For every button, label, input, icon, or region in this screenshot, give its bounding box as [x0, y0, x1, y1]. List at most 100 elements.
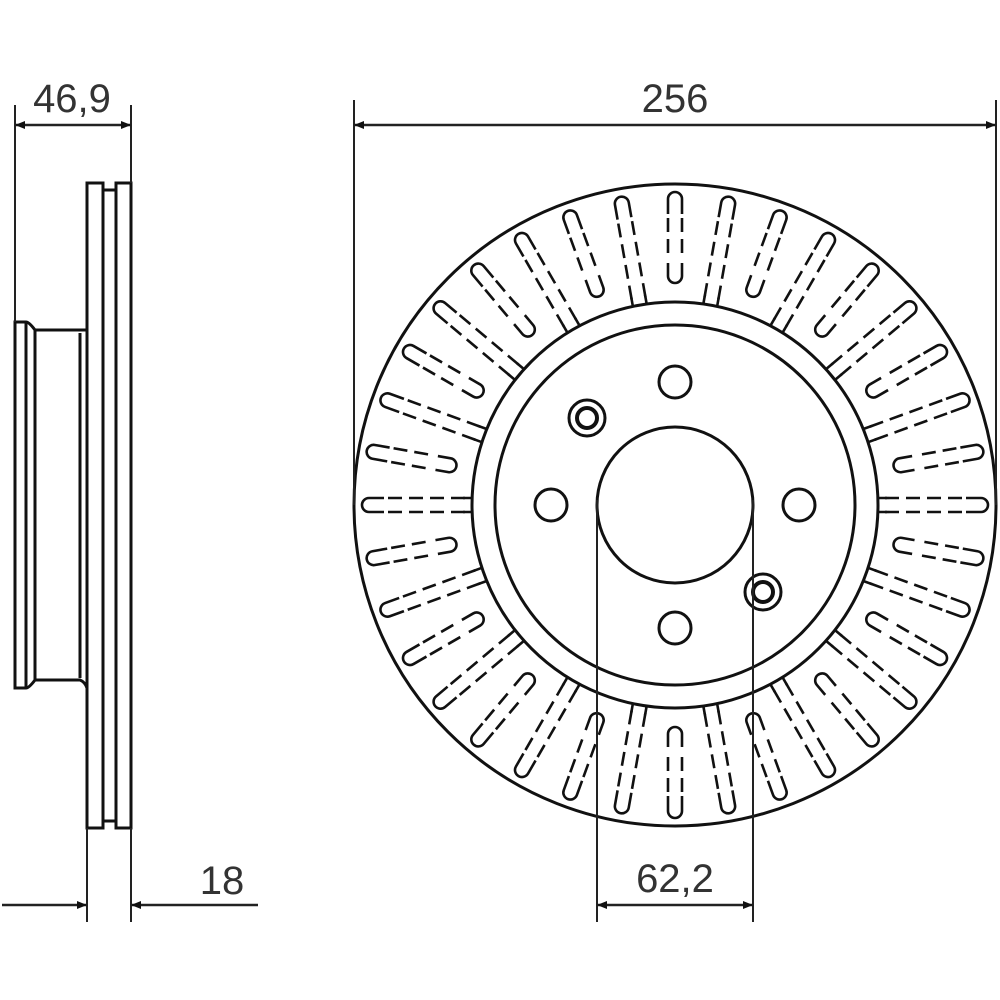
vane-outer-cap	[892, 685, 918, 710]
vane-root-tick	[630, 704, 648, 716]
vane	[666, 725, 684, 820]
vane-inner-cap	[865, 611, 889, 634]
vane	[892, 536, 985, 567]
vane-outer-cap	[960, 547, 985, 567]
vane-root-tick	[472, 566, 487, 586]
vane-root-tick	[472, 424, 487, 444]
vane-outer-cap	[513, 752, 537, 779]
hat-edge	[493, 323, 857, 687]
vane-hidden-edge	[582, 738, 599, 778]
vane-inner-cap	[745, 274, 766, 299]
dimension-label-diameter: 256	[642, 77, 709, 121]
vane-inner-cap	[865, 376, 889, 399]
vane	[702, 195, 737, 306]
vane-inner-cap	[666, 725, 684, 747]
vane-outer-cap	[379, 392, 405, 414]
vane	[513, 677, 581, 779]
vane-outer-cap	[766, 209, 788, 235]
vane-hidden-edge	[872, 412, 948, 442]
vane-outer-cap	[666, 190, 684, 214]
vane-outer-cap	[766, 775, 788, 801]
threaded-holes	[567, 398, 783, 612]
vane-root-tick	[825, 629, 843, 648]
vane	[360, 496, 471, 514]
vane-inner-cap	[892, 536, 915, 556]
vane-root-tick	[825, 362, 843, 381]
vane-outer-cap	[432, 300, 458, 325]
vane-inner-cap	[745, 711, 766, 736]
vane-inner-cap	[461, 376, 485, 399]
vane-hidden-edge	[494, 697, 524, 731]
vane-hidden-edge	[390, 460, 432, 471]
vane	[892, 443, 985, 474]
vane-root-tick	[702, 294, 720, 306]
vane	[863, 392, 971, 444]
vane	[702, 704, 737, 815]
vane	[879, 496, 990, 514]
vane-outer-cap	[892, 300, 918, 325]
vane-hidden-edge	[402, 412, 478, 442]
bolt-hole	[657, 610, 693, 646]
vane-root-tick	[561, 317, 581, 333]
vane-root-tick	[879, 496, 887, 514]
vane-hidden-edge	[771, 252, 814, 323]
disc-plate-profile	[85, 181, 133, 830]
vane-outer-cap	[432, 685, 458, 710]
vane-outer-cap	[922, 643, 949, 667]
vane-inner-cap	[666, 263, 684, 285]
vane-inner-cap	[435, 536, 458, 556]
threaded-hole-inner	[575, 406, 599, 430]
vane-outer-cap	[666, 796, 684, 820]
vane-hidden-edge	[783, 259, 826, 330]
vane-outer-cap	[513, 231, 537, 258]
vane-hidden-edge	[407, 399, 483, 429]
vane-inner-cap	[813, 314, 837, 338]
vane-hidden-edge	[524, 259, 567, 330]
vane-hidden-edge	[764, 733, 781, 773]
vane-root-tick	[507, 362, 525, 381]
vane	[825, 300, 918, 381]
front-view: 256 62,2	[352, 77, 998, 922]
threaded-hole-outer	[743, 572, 783, 612]
vane	[470, 672, 537, 748]
vane-hidden-edge	[783, 680, 826, 751]
vane	[865, 611, 949, 667]
threaded-hole-outer	[567, 398, 607, 438]
vane	[432, 629, 525, 710]
vane-root-tick	[863, 424, 878, 444]
vane-hidden-edge	[771, 687, 814, 758]
vane	[745, 209, 788, 299]
vane-hidden-edge	[390, 539, 432, 550]
cooling-vanes	[360, 190, 990, 820]
vane-hidden-edge	[429, 632, 467, 656]
vane-outer-cap	[922, 343, 949, 367]
vane	[769, 677, 837, 779]
vane	[379, 392, 487, 444]
vane-root-tick	[863, 566, 878, 586]
vane	[513, 231, 581, 333]
vane-hidden-edge	[524, 680, 567, 751]
vane-outer-cap	[855, 262, 880, 288]
dimension-label-bore: 62,2	[636, 857, 714, 901]
vane	[432, 300, 525, 381]
vane-outer-cap	[966, 496, 990, 514]
vane-outer-cap	[401, 343, 428, 367]
vane-outer-cap	[360, 496, 384, 514]
vane-outer-cap	[813, 231, 837, 258]
vane-hidden-edge	[494, 279, 524, 313]
vane-hidden-edge	[402, 568, 478, 598]
vane-hidden-edge	[393, 553, 435, 564]
bolt-holes	[533, 364, 817, 646]
vane-hidden-edge	[458, 314, 521, 367]
friction-ring-inner-edge	[470, 300, 880, 710]
vane-hidden-edge	[393, 446, 435, 457]
vent-slot	[103, 188, 116, 823]
vane-hidden-edge	[883, 354, 921, 378]
bolt-hole	[657, 364, 693, 400]
bolt-hole	[533, 487, 569, 523]
bolt-hole	[781, 487, 817, 523]
vane-outer-cap	[401, 643, 428, 667]
vane-hidden-edge	[702, 710, 720, 790]
vane-outer-cap	[855, 722, 880, 748]
